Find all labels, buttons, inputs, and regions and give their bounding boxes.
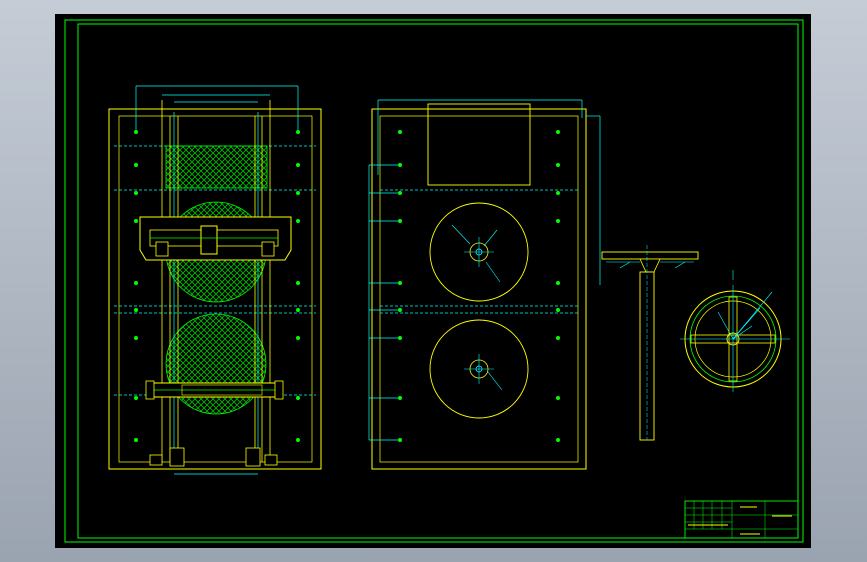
bolt-hole bbox=[296, 191, 300, 195]
bolt-hole bbox=[398, 308, 402, 312]
title-block bbox=[684, 500, 799, 539]
bolt-hole bbox=[398, 219, 402, 223]
bolt-hole bbox=[398, 281, 402, 285]
bolt-hole bbox=[296, 130, 300, 134]
bolt-hole bbox=[296, 396, 300, 400]
bolt-hole bbox=[398, 130, 402, 134]
bolt-hole bbox=[134, 438, 138, 442]
side-view bbox=[368, 99, 601, 470]
side-view-frame bbox=[371, 108, 587, 470]
bolt-hole bbox=[398, 438, 402, 442]
bolt-hole bbox=[296, 438, 300, 442]
bolt-hole bbox=[556, 281, 560, 285]
upper-hatched-panel bbox=[165, 145, 268, 189]
bolt-hole bbox=[134, 130, 138, 134]
bolt-hole bbox=[556, 438, 560, 442]
front-view-frame bbox=[108, 108, 322, 470]
bolt-hole bbox=[398, 396, 402, 400]
bolt-hole bbox=[296, 336, 300, 340]
bolt-hole bbox=[134, 336, 138, 340]
lower-hatched-disc bbox=[165, 313, 267, 415]
bolt-hole bbox=[556, 191, 560, 195]
front-view-bolt-holes bbox=[134, 130, 300, 442]
bolt-hole bbox=[556, 163, 560, 167]
drawing-sheet bbox=[55, 14, 811, 548]
bolt-hole bbox=[296, 219, 300, 223]
upper-wheel bbox=[429, 202, 529, 302]
bolt-hole bbox=[134, 191, 138, 195]
bolt-hole bbox=[556, 396, 560, 400]
bolt-hole bbox=[398, 191, 402, 195]
bolt-hole bbox=[134, 308, 138, 312]
bolt-hole bbox=[134, 163, 138, 167]
bolt-hole bbox=[296, 163, 300, 167]
motor-housing bbox=[427, 103, 531, 186]
front-view bbox=[108, 85, 322, 475]
bolt-hole bbox=[556, 130, 560, 134]
bolt-hole bbox=[134, 396, 138, 400]
outer-border bbox=[64, 19, 804, 543]
bolt-hole bbox=[398, 336, 402, 340]
bolt-hole bbox=[556, 336, 560, 340]
bolt-hole bbox=[296, 308, 300, 312]
bolt-hole bbox=[296, 281, 300, 285]
bolt-hole bbox=[134, 219, 138, 223]
bolt-hole bbox=[134, 281, 138, 285]
wheel-detail bbox=[680, 270, 790, 392]
bolt-hole bbox=[556, 219, 560, 223]
bracket-detail bbox=[601, 245, 699, 441]
side-view-bolt-holes bbox=[398, 130, 560, 442]
inner-border bbox=[77, 23, 799, 539]
bolt-hole bbox=[398, 163, 402, 167]
lower-wheel bbox=[429, 319, 529, 419]
bolt-hole bbox=[556, 308, 560, 312]
